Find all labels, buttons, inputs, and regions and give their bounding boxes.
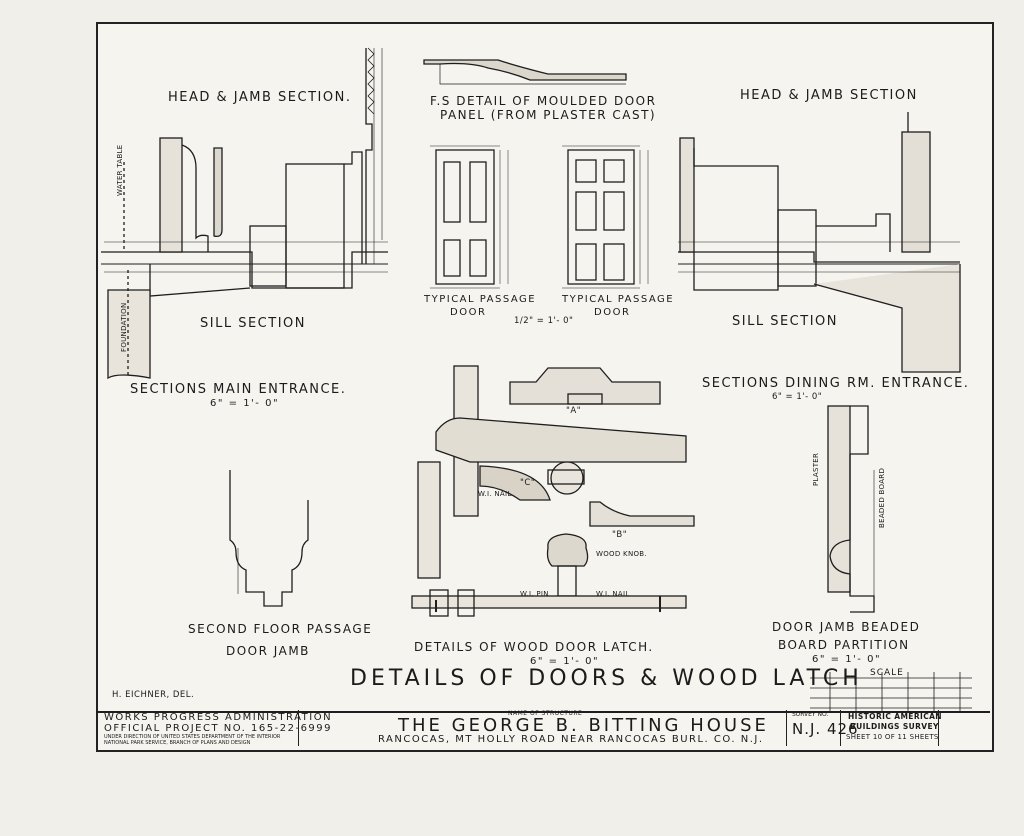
survey-cell: SURVEY NO. N.J. 426	[786, 710, 858, 746]
passage-door-scale: 1/2" = 1'- 0"	[514, 316, 574, 326]
main-entrance-caption: SECTIONS MAIN ENTRANCE.	[130, 382, 347, 397]
beaded-partition	[827, 405, 875, 613]
wi-pin-label: W.I. PIN	[520, 590, 549, 598]
main-entrance-section	[101, 47, 388, 380]
scale-bar	[810, 672, 972, 712]
fs-detail-label-2: PANEL (FROM PLASTER CAST)	[440, 108, 657, 122]
second-floor-jamb	[229, 470, 309, 607]
foundation-label: FOUNDATION	[120, 302, 128, 353]
passage-door-right-label-2: DOOR	[594, 307, 631, 318]
second-floor-label-1: SECOND FLOOR PASSAGE	[188, 622, 373, 636]
plaster-label: PLASTER	[812, 452, 820, 486]
survey-no-label: SURVEY NO.	[792, 711, 829, 718]
title-block: WORKS PROGRESS ADMINISTRATION OFFICIAL P…	[96, 710, 990, 748]
passage-door-left-label-2: DOOR	[450, 307, 487, 318]
latch-part-a: "A"	[566, 406, 582, 416]
habs-line-1: HISTORIC AMERICAN	[848, 712, 942, 721]
structure-location: RANCOCAS, MT HOLLY ROAD NEAR RANCOCAS BU…	[378, 734, 764, 745]
wpa-line-3: UNDER DIRECTION OF UNITED STATES DEPARTM…	[104, 734, 281, 740]
wpa-cell: WORKS PROGRESS ADMINISTRATION OFFICIAL P…	[96, 710, 331, 746]
passage-door-left	[430, 145, 509, 289]
fs-detail-label-1: F.S DETAIL OF MOULDED DOOR	[430, 94, 657, 108]
beaded-board-label: BEADED BOARD	[878, 467, 886, 528]
latch-part-b: "B"	[612, 530, 628, 540]
wpa-line-2: OFFICIAL PROJECT No. 165-22-6999	[104, 723, 333, 734]
wi-nail-label-upper: W.I. NAIL	[478, 490, 512, 498]
wood-knob-label: WOOD KNOB.	[596, 550, 647, 558]
wpa-line-1: WORKS PROGRESS ADMINISTRATION	[104, 712, 333, 723]
structure-name-label: NAME OF STRUCTURE	[508, 710, 583, 717]
passage-door-right	[562, 145, 649, 289]
latch-scale: 6" = 1'- 0"	[530, 656, 600, 667]
beaded-label-2: BOARD PARTITION	[778, 638, 910, 652]
main-sill-label: SILL SECTION	[200, 316, 306, 331]
wood-latch-details	[411, 365, 695, 617]
moulded-panel-profile	[423, 59, 627, 85]
habs-cell: HISTORIC AMERICAN BUILDINGS SURVEY SHEET…	[840, 710, 942, 746]
latch-caption: DETAILS OF WOOD DOOR LATCH.	[414, 640, 654, 654]
library-cell	[938, 710, 988, 746]
sheet-number: SHEET 10 OF 11 SHEETS	[846, 733, 939, 741]
dining-entrance-scale: 6" = 1'- 0"	[772, 392, 823, 402]
main-head-jamb-label: HEAD & JAMB SECTION.	[168, 90, 352, 105]
water-table-label: WATER TABLE	[116, 144, 124, 196]
main-entrance-scale: 6" = 1'- 0"	[210, 398, 280, 409]
survey-no: N.J. 426	[792, 720, 859, 738]
habs-line-2: BUILDINGS SURVEY	[850, 722, 939, 731]
main-sheet-title: DETAILS OF DOORS & WOOD LATCH	[350, 666, 863, 691]
beaded-label-1: DOOR JAMB BEADED	[772, 620, 921, 634]
structure-name: THE GEORGE B. BITTING HOUSE	[398, 715, 769, 736]
latch-part-c: "C"	[520, 478, 536, 488]
passage-door-right-label-1: TYPICAL PASSAGE	[562, 294, 675, 305]
second-floor-label-2: DOOR JAMB	[226, 644, 310, 658]
beaded-scale: 6" = 1'- 0"	[812, 654, 882, 665]
wpa-line-4: NATIONAL PARK SERVICE, BRANCH OF PLANS A…	[104, 740, 251, 746]
dining-entrance-caption: SECTIONS DINING RM. ENTRANCE.	[702, 376, 970, 391]
delineator: H. EICHNER, DEL.	[112, 690, 195, 700]
passage-door-left-label-1: TYPICAL PASSAGE	[424, 294, 537, 305]
dining-head-jamb-label: HEAD & JAMB SECTION	[740, 88, 918, 103]
scale-label: SCALE	[870, 668, 904, 678]
dining-entrance-section	[678, 112, 961, 373]
dining-sill-label: SILL SECTION	[732, 314, 838, 329]
structure-cell: NAME OF STRUCTURE THE GEORGE B. BITTING …	[298, 710, 787, 746]
wi-nail-label-lower: W.I. NAIL	[596, 590, 630, 598]
